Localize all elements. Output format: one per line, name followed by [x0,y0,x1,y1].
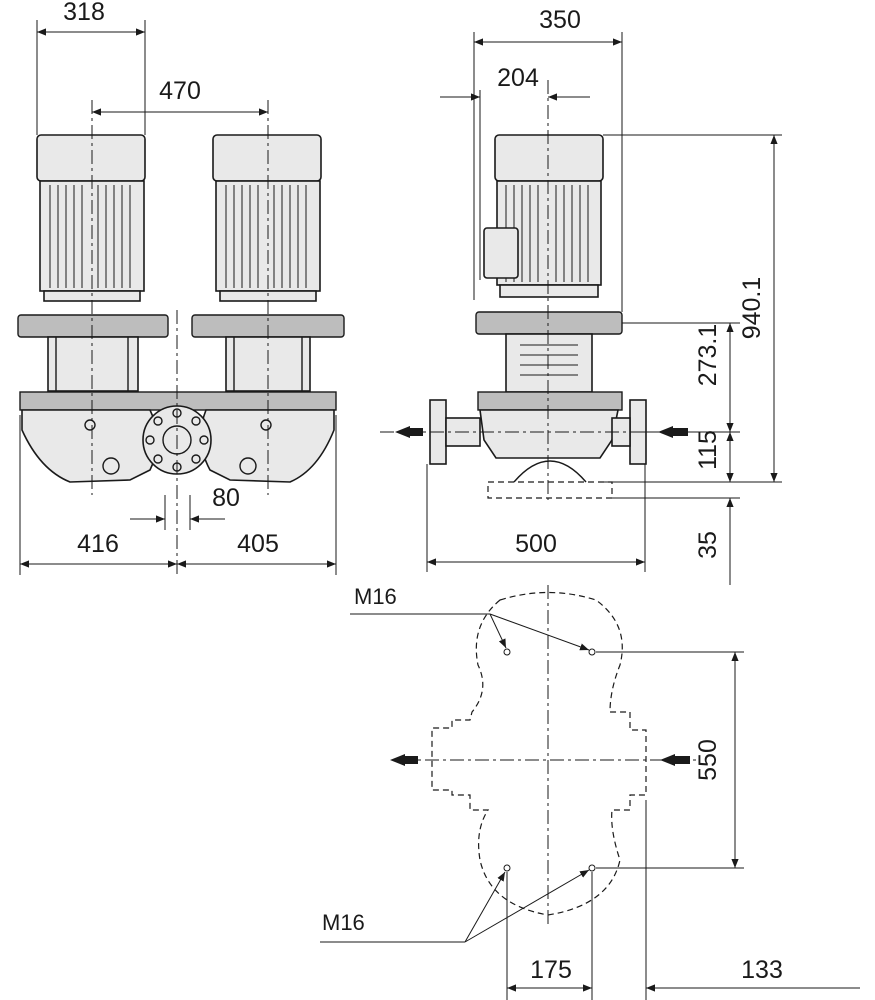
dim-350-label: 350 [539,6,581,34]
dim-heights: 940.1 273.1 115 35 [603,134,782,585]
dim-350: 350 [473,6,623,312]
side-view: 350 204 940.1 273.1 115 35 [380,6,782,585]
dim-550-label: 550 [694,739,722,781]
bolt-label-top: M16 [350,584,590,651]
footprint-view: M16 M16 550 175 133 [320,584,860,1000]
dim-35-label: 35 [694,531,722,559]
dim-405-label: 405 [237,530,279,558]
dim-470-label: 470 [159,77,201,105]
dim-80-label: 80 [212,484,240,512]
left-motor [17,134,169,392]
dim-133-label: 133 [741,956,783,984]
dim-80: 80 [130,484,240,530]
dim-204-label: 204 [497,64,539,92]
bolt-label-bottom-text: M16 [322,910,365,935]
pump-housing [19,391,337,483]
dim-273-label: 273.1 [694,324,722,387]
dim-204: 204 [440,64,590,280]
dim-550: 550 [596,651,744,869]
dim-416-label: 416 [77,530,119,558]
dim-318: 318 [36,0,146,135]
dim-500: 500 [426,464,646,572]
dim-175-label: 175 [530,956,572,984]
dim-470: 470 [92,77,268,116]
dim-318-label: 318 [63,0,105,26]
bolt-label-bottom: M16 [320,869,590,943]
dim-175-133: 175 133 [506,800,860,1000]
bolt-label-top-text: M16 [354,584,397,609]
dim-416-405: 416 405 [19,415,337,575]
dim-500-label: 500 [515,530,557,558]
dim-115-label: 115 [694,430,722,470]
dim-940-label: 940.1 [738,277,766,340]
front-view: 318 470 80 416 405 [17,0,345,575]
